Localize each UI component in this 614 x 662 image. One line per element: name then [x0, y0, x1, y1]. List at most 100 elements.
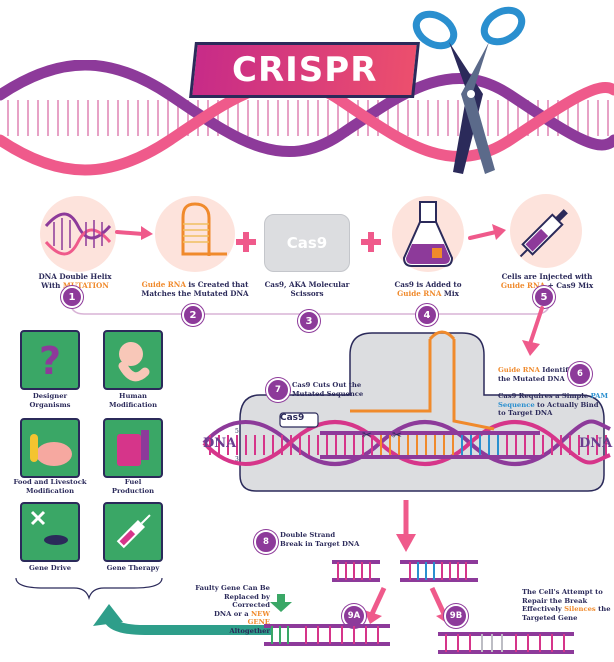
app-4-line1: Fuel: [124, 478, 142, 486]
designer-organisms-card: ?: [20, 330, 80, 390]
step-6-line2: the Mutated DNA: [498, 374, 565, 383]
step-4-rest: Mix: [441, 289, 459, 298]
step-6-label: Guide RNA Identifies the Mutated DNA: [498, 366, 578, 383]
cas9-tag: Cas9: [280, 413, 305, 423]
prime-3-label: 3: [235, 456, 239, 463]
pig-corn-icon: [30, 434, 72, 466]
step-8-badge: 8: [254, 530, 278, 554]
step-2-badge: 2: [182, 304, 204, 326]
app-1-line1: Designer: [32, 392, 68, 400]
step-9a-line1: Faulty Gene Can Be: [195, 584, 270, 592]
step-9b-line3-post: the: [595, 605, 611, 613]
applications-bracket: [15, 577, 163, 600]
syringe-illustration: [510, 194, 582, 268]
step-6-rest: Identifies: [539, 366, 579, 374]
silenced-dna-9b: [438, 632, 574, 654]
step-1-line1: DNA Double Helix: [38, 272, 112, 281]
pam-highlight: PAM: [590, 392, 608, 400]
step-9a-line4: Altogether: [229, 626, 270, 635]
gene-therapy-card: [103, 502, 163, 562]
app-label-2: Human Modification: [93, 392, 173, 409]
step-5-label: Cells are Injected with Guide RNA + Cas9…: [492, 272, 602, 290]
step-7-badge: 7: [266, 378, 290, 402]
app-4-line2: Production: [111, 486, 155, 495]
arrow-1-2: [115, 226, 153, 240]
cas9-box-label: Cas9: [286, 234, 328, 252]
step-2-line1: Guide RNA is Created that: [140, 280, 250, 289]
step-9a-line2: Replaced by Corrected: [224, 592, 270, 610]
cut-scissors-icon: ✂: [392, 428, 403, 442]
step-4-badge: 4: [416, 304, 438, 326]
dna-mutation-illustration: [40, 196, 116, 272]
step-4-line1: Cas9 is Added to: [394, 280, 462, 289]
pam-line2-rest: to Actually Bind: [534, 400, 599, 409]
cut-scissors-icon: ✂: [362, 428, 373, 442]
app-5-line1: Gene Drive: [28, 564, 72, 572]
step-9b-line1: The Cell's Attempt to: [522, 588, 603, 596]
step-6-highlight: Guide RNA: [498, 366, 540, 374]
step-4-label: Cas9 is Added to Guide RNA Mix: [378, 280, 478, 298]
cas9-mechanism: [202, 330, 611, 492]
step-1-badge: 1: [61, 286, 83, 308]
page-title: CRISPR: [231, 50, 378, 90]
app-label-5: Gene Drive: [10, 564, 90, 573]
step-3-badge: 3: [298, 310, 320, 332]
app-3-line2: Modification: [25, 486, 75, 495]
step-3-line2: Scissors: [290, 289, 324, 298]
step-3-label: Cas9, AKA Molecular Scissors: [255, 280, 359, 298]
baby-icon: [118, 342, 150, 382]
pam-line2: Sequence to Actually Bind: [498, 401, 608, 410]
plus-icon: [361, 232, 381, 252]
step-6-badge: 6: [568, 362, 592, 386]
mosquito-icon: [30, 510, 68, 545]
step-2-label: Guide RNA is Created that Matches the Mu…: [140, 280, 250, 298]
scissors-icon: [412, 6, 526, 174]
app-label-4: Fuel Production: [93, 478, 173, 495]
step-9b-highlight: Silences: [564, 605, 596, 613]
food-livestock-card: [20, 418, 80, 478]
cas9-protein-illustration: Cas9: [264, 214, 350, 272]
app-6-line1: Gene Therapy: [106, 564, 160, 572]
human-modification-card: [103, 330, 163, 390]
app-label-1: Designer Organisms: [10, 392, 90, 409]
step-9b-badge: 9B: [444, 604, 468, 628]
pam-line1-text: Cas9 Requires a Simple: [498, 392, 591, 400]
step-7-label: Cas9 Cuts Out the Mutated Sequence: [292, 381, 363, 398]
step-2-rest: is Created that: [185, 280, 249, 289]
gene-drive-card: [20, 502, 80, 562]
step-6-line1: Guide RNA Identifies: [498, 366, 578, 375]
pam-line1: Cas9 Requires a Simple PAM: [498, 392, 608, 401]
arrow-4-5: [468, 224, 506, 240]
step-1-prefix: With: [41, 281, 63, 290]
green-down-arrow: [270, 594, 292, 612]
step-9a-highlight: NEW GENE: [247, 609, 270, 627]
step-2-line2: Matches the Mutated DNA: [141, 289, 249, 298]
step-2-highlight: Guide RNA: [141, 280, 186, 289]
step-9b-line2: Repair the Break: [522, 596, 588, 605]
step-1-line2: With MUTATION: [25, 281, 125, 290]
step-4-highlight: Guide RNA: [397, 289, 442, 298]
step-5-badge: 5: [533, 286, 555, 308]
arrow-5-6: [522, 306, 544, 356]
step-3-line1: Cas9, AKA Molecular: [264, 280, 350, 289]
step-7-line1: Cas9 Cuts Out the: [292, 381, 362, 389]
step-9a-line3-prefix: DNA or a: [213, 609, 251, 618]
step-5-highlight: Guide RNA: [500, 281, 546, 290]
fuel-can-icon: [117, 430, 149, 466]
pam-note: Cas9 Requires a Simple PAM Sequence to A…: [498, 392, 608, 418]
top-dna-helix: [0, 60, 614, 176]
step-9b-line4: Targeted Gene: [522, 613, 578, 622]
flask-illustration: [392, 196, 464, 272]
step-8-label: Double Strand Break in Target DNA: [280, 531, 359, 548]
step-9a-line3: DNA or a NEW GENE: [190, 610, 270, 627]
step-8-line2: Break in Target DNA: [280, 539, 360, 548]
pam-sequence-highlight: Sequence: [498, 400, 535, 409]
dna-label-left: DNA: [203, 436, 237, 451]
prime-5-label: 5: [235, 428, 239, 435]
arrow-down-8: [396, 500, 416, 552]
step-5-line1: Cells are Injected with: [501, 272, 593, 281]
step-1-highlight: MUTATION: [62, 281, 109, 290]
svg-text:?: ?: [39, 339, 61, 383]
broken-dna: [332, 560, 478, 582]
step-7-line2: Mutated Sequence: [292, 389, 364, 398]
